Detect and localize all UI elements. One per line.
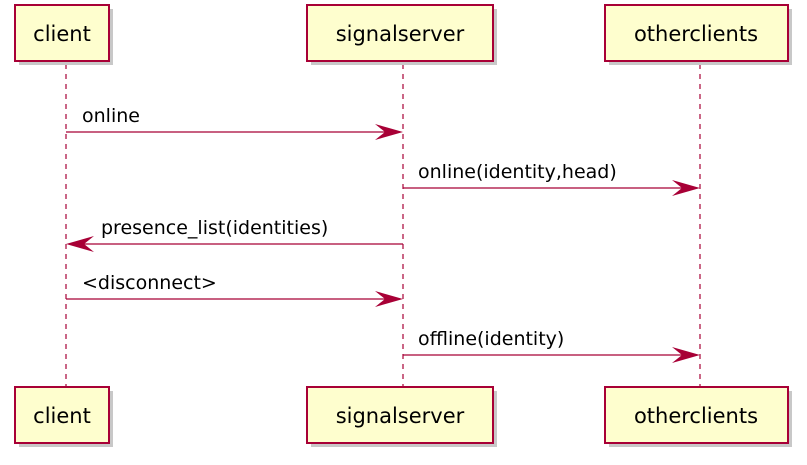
arrowhead-right	[672, 347, 700, 363]
participant-otherclients-top: otherclients	[604, 4, 792, 65]
participant-label: otherclients	[634, 404, 758, 428]
message-label: <disconnect>	[82, 272, 217, 294]
participant-label: otherclients	[634, 22, 758, 46]
message-online: online	[66, 105, 403, 140]
participant-client-top: client	[14, 4, 113, 65]
message-online-identity-head: online(identity,head)	[403, 161, 700, 196]
participant-label: client	[33, 404, 91, 428]
participant-label: client	[33, 22, 91, 46]
message-label: presence_list(identities)	[101, 217, 328, 239]
participant-signalserver-bottom: signalserver	[306, 386, 497, 447]
message-label: online(identity,head)	[418, 161, 617, 183]
arrowhead-left	[66, 236, 94, 252]
message-label: offline(identity)	[418, 328, 564, 350]
message-disconnect: <disconnect>	[66, 272, 403, 307]
message-label: online	[82, 105, 140, 127]
participant-client-bottom: client	[14, 386, 113, 447]
message-offline-identity: offline(identity)	[403, 328, 700, 363]
participant-label: signalserver	[336, 404, 465, 428]
participant-label: signalserver	[336, 22, 465, 46]
arrowhead-right	[672, 180, 700, 196]
participant-otherclients-bottom: otherclients	[604, 386, 792, 447]
participant-signalserver-top: signalserver	[306, 4, 497, 65]
arrowhead-right	[375, 291, 403, 307]
arrowhead-right	[375, 124, 403, 140]
message-presence-list: presence_list(identities)	[66, 217, 403, 252]
